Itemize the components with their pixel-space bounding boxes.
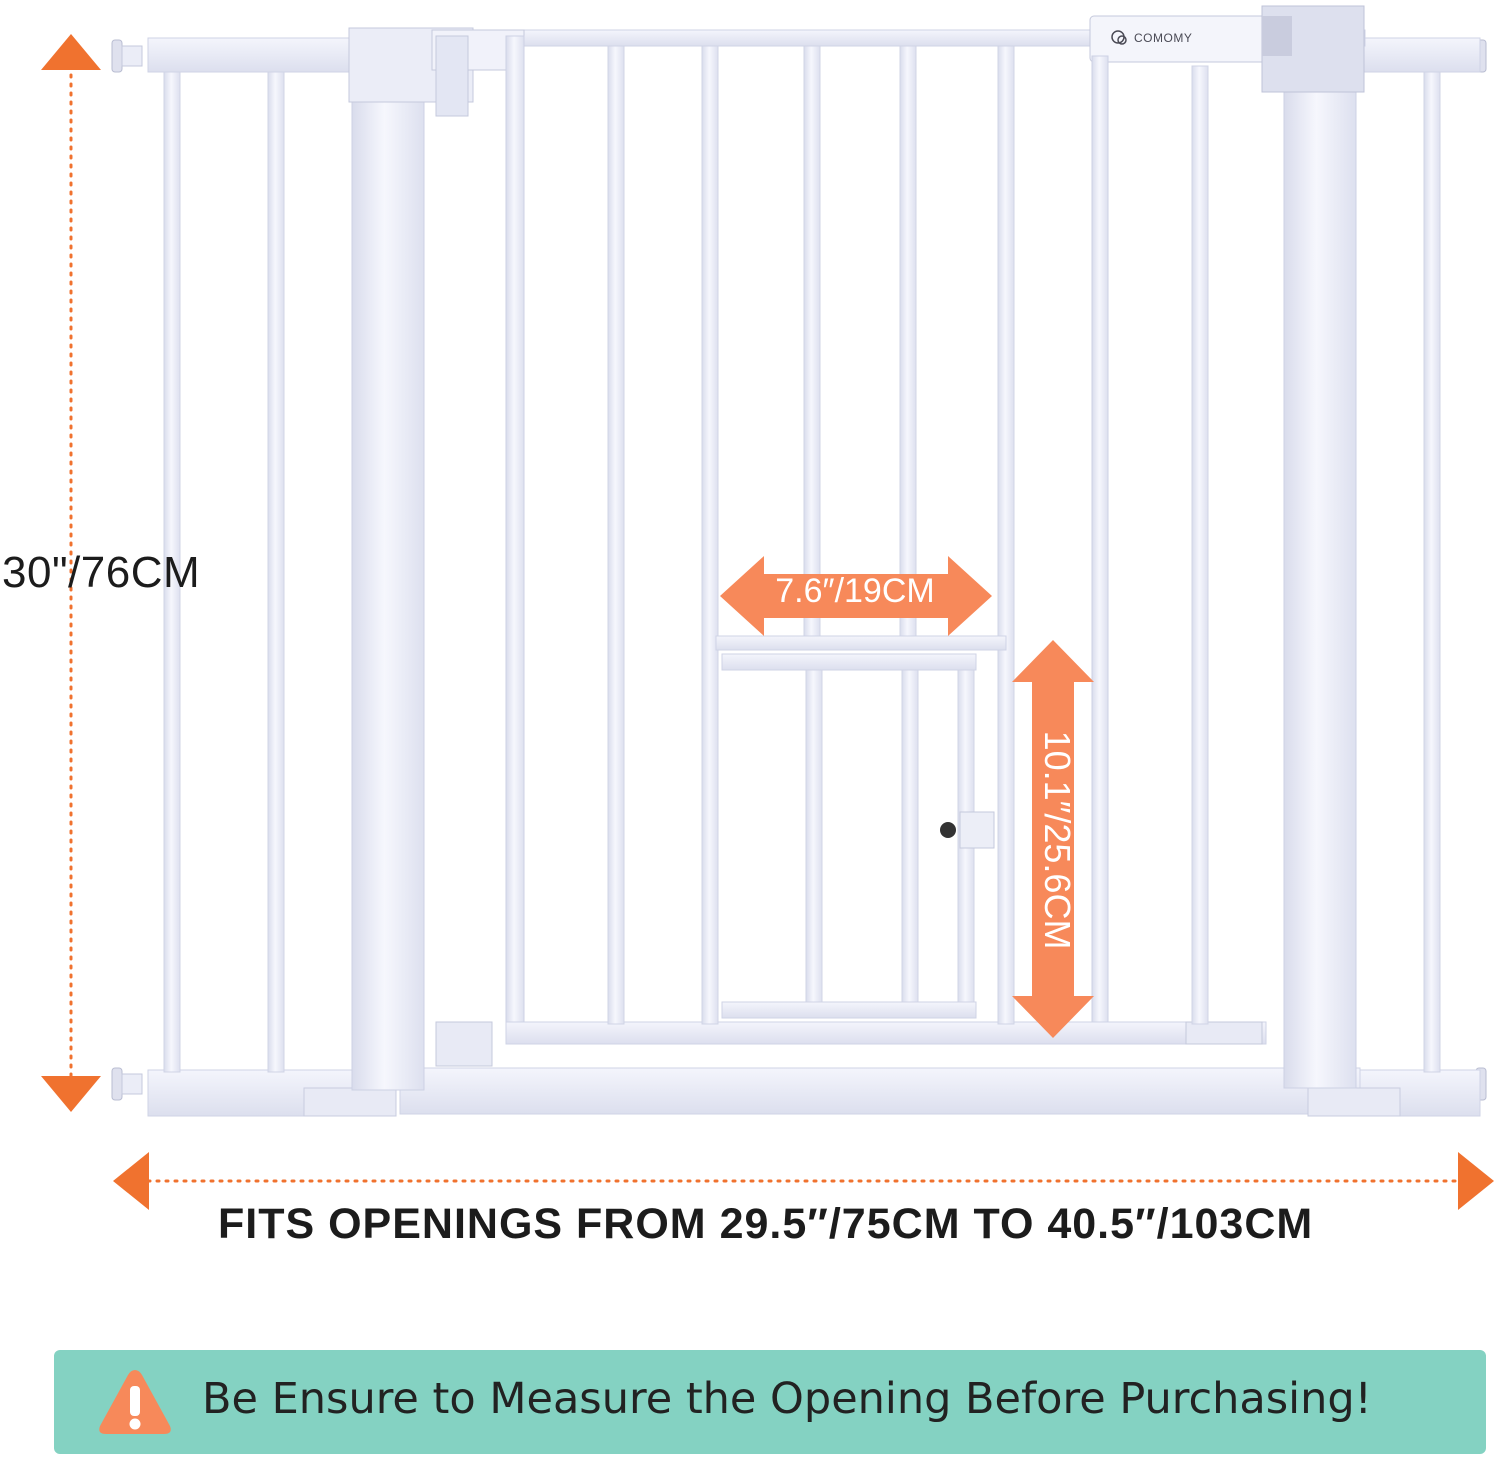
door-bottom-latch [1185,1021,1263,1045]
height-dimension-line [41,34,101,1112]
door-left-stile [505,35,525,1027]
pressure-knob-bottom-left [111,1067,143,1101]
pet-door [715,635,1007,1019]
pet-door-bar [805,669,823,1003]
right-post [1283,87,1357,1089]
frame-bottom-rail [399,1067,1361,1115]
left-post [351,99,425,1091]
door-bottom-rail [505,1021,1267,1045]
pet-door-latch [959,811,995,849]
pet-door-header [715,635,1007,651]
baby-gate [111,5,1487,1117]
left-extension-top-rail [147,37,354,73]
door-bar [607,45,625,1025]
width-dimension-line [113,1152,1494,1210]
arrow-up-icon [41,34,101,70]
door-bottom-hinge [435,1021,493,1067]
door-bar [899,45,917,651]
arrow-left-icon [113,1152,149,1210]
brand-logo: COMOMY [1110,28,1192,48]
right-extension-top-rail [1355,37,1481,73]
height-dimension-label: 30"/76CM [2,548,201,597]
arrow-down-icon [41,1076,101,1112]
pressure-knob-top-left [111,39,143,73]
door-bar [803,45,821,651]
pet-door-knob [940,822,956,838]
door-bar [701,45,719,1025]
arrow-right-icon [1458,1152,1494,1210]
left-extension-bar [163,71,181,1073]
door-width-arrow [720,556,992,636]
warning-triangle-icon [99,1370,171,1434]
pet-door-top-rail [721,653,977,671]
width-range-label: FITS OPENINGS FROM 29.5″/75CM TO 40.5″/1… [218,1200,1314,1248]
right-foot [1307,1087,1401,1117]
door-bar [1191,65,1209,1025]
pet-door-bottom-rail [721,1001,977,1019]
warning-message: Be Ensure to Measure the Opening Before … [202,1374,1372,1424]
left-foot [303,1087,397,1117]
door-width-label: 7.6″/19CM [775,572,935,610]
comomy-logo-icon [1111,30,1127,45]
hinge-pin [435,35,469,117]
handle-lock-detail [1262,16,1292,56]
door-right-stile [1091,55,1109,1027]
door-height-label: 10.1″/25.6CM [1037,730,1078,950]
door-height-arrow [1012,640,1094,1038]
brand-name: COMOMY [1134,31,1193,45]
pet-door-bar [901,669,919,1003]
left-extension-bar [267,71,285,1073]
warning-banner: Be Ensure to Measure the Opening Before … [54,1350,1486,1454]
right-extension-bar [1423,71,1441,1073]
door-bar [997,45,1015,1025]
